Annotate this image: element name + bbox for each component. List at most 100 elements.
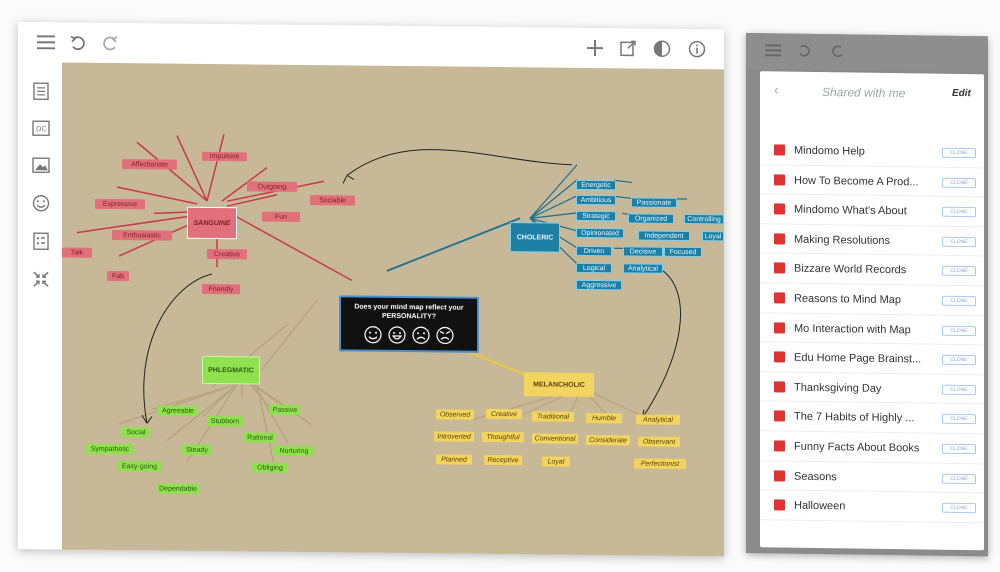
info-icon[interactable] bbox=[685, 37, 709, 61]
node-sanguine-trait[interactable]: Friendly bbox=[202, 283, 240, 295]
node-sanguine-trait[interactable]: Creative bbox=[207, 248, 247, 260]
node-sanguine-trait[interactable]: Talk bbox=[62, 247, 92, 258]
clone-badge[interactable]: CLONE bbox=[942, 443, 976, 455]
node-phlegmatic-trait[interactable]: Obliging bbox=[252, 462, 288, 473]
node-phlegmatic-trait[interactable]: Sympathetic bbox=[86, 443, 134, 455]
node-choleric-trait[interactable]: Strategic bbox=[576, 210, 616, 222]
clone-badge[interactable]: CLONE bbox=[942, 295, 976, 307]
clone-badge[interactable]: CLONE bbox=[942, 266, 976, 277]
node-center[interactable]: Does your mind map reflect your PERSONAL… bbox=[339, 295, 479, 353]
image-icon[interactable] bbox=[30, 154, 52, 176]
node-choleric-trait[interactable]: Controlling bbox=[684, 213, 724, 225]
list-item[interactable]: How To Become A Prod...CLONE bbox=[760, 164, 984, 198]
clone-badge[interactable]: CLONE bbox=[942, 414, 976, 425]
node-phlegmatic-trait[interactable]: Social bbox=[122, 427, 150, 438]
node-melancholic-trait[interactable]: Considerate bbox=[586, 434, 630, 446]
node-choleric-trait[interactable]: Ambitious bbox=[576, 194, 616, 206]
node-melancholic-trait[interactable]: Introverted bbox=[434, 431, 474, 442]
node-sanguine-trait[interactable]: Expressive bbox=[95, 198, 145, 210]
clone-badge[interactable]: CLONE bbox=[942, 325, 976, 336]
node-melancholic-trait[interactable]: Thoughtful bbox=[482, 431, 524, 443]
node-melancholic[interactable]: MELANCHOLIC bbox=[524, 372, 594, 398]
node-choleric-trait[interactable]: Independent bbox=[638, 230, 690, 242]
clone-badge[interactable]: CLONE bbox=[942, 502, 976, 514]
add-icon[interactable] bbox=[583, 36, 607, 60]
node-melancholic-trait[interactable]: Conventional bbox=[532, 433, 578, 444]
undo-icon[interactable] bbox=[794, 40, 816, 62]
node-sanguine[interactable]: SANGUINE bbox=[187, 206, 237, 240]
node-choleric-trait[interactable]: Driven bbox=[576, 245, 612, 257]
node-sanguine-trait[interactable]: Affectionate bbox=[122, 159, 177, 170]
back-chevron-icon[interactable]: ‹ bbox=[774, 81, 779, 98]
clone-badge[interactable]: CLONE bbox=[942, 206, 976, 218]
node-choleric-trait[interactable]: Focused bbox=[664, 246, 702, 258]
node-phlegmatic-trait[interactable]: Easy-going bbox=[117, 461, 162, 472]
node-sanguine-trait[interactable]: Impulsive bbox=[202, 151, 247, 162]
node-sanguine-trait[interactable]: Fun bbox=[262, 211, 300, 222]
node-phlegmatic-trait[interactable]: Dependable bbox=[157, 483, 199, 494]
clone-badge[interactable]: CLONE bbox=[942, 473, 976, 484]
node-phlegmatic-trait[interactable]: Steady bbox=[182, 444, 212, 456]
node-melancholic-trait[interactable]: Observant bbox=[638, 436, 680, 447]
node-sanguine-trait[interactable]: Outgoing bbox=[247, 181, 297, 192]
clone-badge[interactable]: CLONE bbox=[942, 236, 976, 247]
task-icon[interactable] bbox=[30, 230, 52, 252]
node-choleric-trait[interactable]: Analytical bbox=[623, 263, 663, 274]
node-choleric-trait[interactable]: Organized bbox=[628, 213, 674, 224]
node-melancholic-trait[interactable]: Perfectionist bbox=[634, 458, 686, 469]
clone-badge[interactable]: CLONE bbox=[942, 177, 976, 188]
redo-icon[interactable] bbox=[826, 40, 848, 62]
mindmap-canvas[interactable]: SANGUINE Affectionate Impulsive Outgoing… bbox=[62, 62, 724, 557]
list-item[interactable]: Edu Home Page Brainst...CLONE bbox=[760, 342, 984, 376]
node-melancholic-trait[interactable]: Observed bbox=[436, 409, 474, 420]
node-melancholic-trait[interactable]: Planned bbox=[436, 454, 472, 465]
node-phlegmatic-trait[interactable]: Agreeable bbox=[158, 405, 198, 416]
node-phlegmatic[interactable]: PHLEGMATIC bbox=[202, 355, 260, 385]
menu-icon[interactable] bbox=[762, 39, 784, 61]
redo-icon[interactable] bbox=[98, 31, 122, 55]
node-melancholic-trait[interactable]: Traditional bbox=[532, 411, 574, 422]
menu-icon[interactable] bbox=[34, 30, 58, 54]
node-choleric-trait[interactable]: Passionate bbox=[631, 197, 677, 208]
outline-icon[interactable] bbox=[30, 80, 52, 102]
node-melancholic-trait[interactable]: Receptive bbox=[484, 454, 522, 466]
node-melancholic-trait[interactable]: Creative bbox=[486, 408, 522, 420]
export-icon[interactable] bbox=[616, 36, 640, 60]
list-item[interactable]: The 7 Habits of Highly ...CLONE bbox=[760, 401, 984, 435]
clone-badge[interactable]: CLONE bbox=[942, 384, 976, 395]
node-sanguine-trait[interactable]: Fab bbox=[107, 270, 129, 282]
edit-button[interactable]: Edit bbox=[952, 87, 971, 100]
node-melancholic-trait[interactable]: Loyal bbox=[542, 456, 570, 467]
undo-icon[interactable] bbox=[66, 31, 90, 55]
theme-icon[interactable] bbox=[650, 37, 674, 61]
node-choleric[interactable]: CHOLERIC bbox=[510, 222, 560, 253]
node-choleric-trait[interactable]: Loyal bbox=[702, 231, 724, 242]
node-melancholic-trait[interactable]: Humble bbox=[586, 412, 622, 424]
node-sanguine-trait[interactable]: Enthusiastic bbox=[112, 229, 172, 241]
text-format-icon[interactable]: OC bbox=[30, 117, 52, 139]
node-phlegmatic-trait[interactable]: Stubborn bbox=[207, 415, 243, 427]
clone-badge[interactable]: CLONE bbox=[942, 147, 976, 159]
node-phlegmatic-trait[interactable]: Nurturing bbox=[274, 445, 314, 457]
clone-badge[interactable]: CLONE bbox=[942, 354, 976, 366]
node-choleric-trait[interactable]: Logical bbox=[576, 262, 612, 274]
emoji-icon[interactable] bbox=[30, 192, 52, 214]
node-choleric-trait[interactable]: Opinionated bbox=[576, 227, 624, 239]
node-phlegmatic-trait[interactable]: Rational bbox=[244, 432, 276, 443]
collapse-icon[interactable] bbox=[30, 268, 52, 290]
node-choleric-trait[interactable]: Aggressive bbox=[576, 279, 622, 291]
node-melancholic-trait[interactable]: Analytical bbox=[636, 414, 680, 425]
node-choleric-trait[interactable]: Decisive bbox=[623, 246, 663, 257]
node-phlegmatic-trait[interactable]: Passive bbox=[270, 404, 300, 415]
node-choleric-trait[interactable]: Energetic bbox=[576, 179, 616, 191]
